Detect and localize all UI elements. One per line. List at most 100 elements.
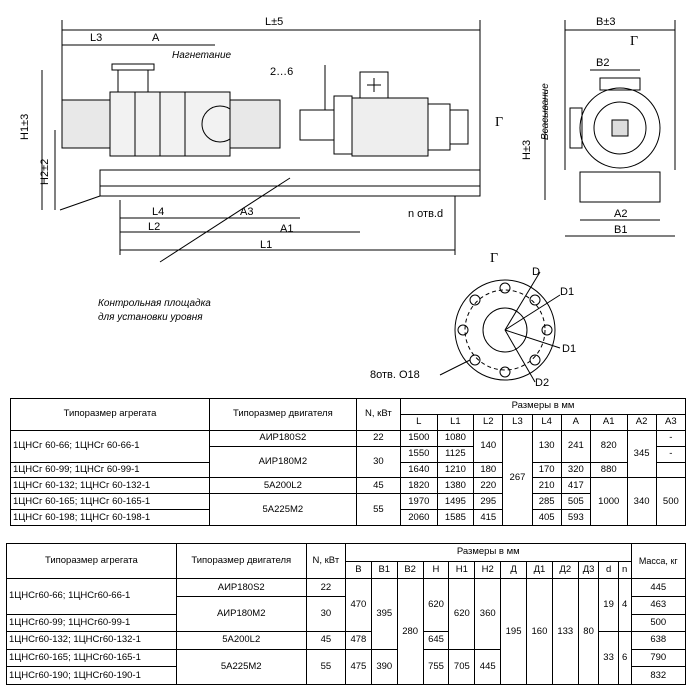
t2-r3-mass: 500: [630, 613, 687, 633]
t1-A2-merged-b: 340: [626, 477, 657, 526]
dim-H1: H1±3: [19, 114, 31, 140]
t1-r1-A3: -: [655, 429, 687, 447]
t1-r4-n: 45: [355, 477, 402, 495]
t2-r4-name: 1ЦНСг60-132; 1ЦНСг60-132-1: [6, 631, 177, 650]
t1-r6-name: 1ЦНСг 60-198; 1ЦНСг 60-198-1: [10, 509, 210, 526]
t1-r3-L4: 170: [531, 461, 562, 479]
t2-head-D2: Д2: [551, 560, 579, 580]
dim-D: D: [532, 266, 540, 278]
dimensions-table-2: Типоразмер агрегата Типоразмер двигателя…: [6, 542, 687, 686]
t1-head-L: L: [400, 413, 438, 431]
t1-head-A3: A3: [655, 413, 687, 431]
t1-A1-merged: 820: [589, 429, 628, 463]
t2-H2-merged-b: 445: [474, 648, 502, 686]
dim-D1-bottom: D1: [562, 343, 576, 355]
t2-d-merged: 19: [598, 578, 619, 633]
t2-r4-n: 45: [305, 631, 346, 650]
t2-head-B2: B2: [396, 560, 424, 580]
t2-B1-merged: 395: [370, 578, 398, 650]
t1-head-power: N, кВт: [355, 398, 402, 431]
t1-r5-n: 55: [355, 493, 402, 526]
t1-head-L1: L1: [436, 413, 475, 431]
t2-r2-n: 30: [305, 595, 346, 633]
t2-r5-motor: 5А225М2: [175, 648, 307, 686]
label-holes-n: n отв.d: [408, 208, 443, 220]
t2-head-d: d: [598, 560, 619, 580]
t1-A1-merged-b: 1000: [589, 477, 628, 526]
t1-r5-A: 505: [560, 493, 591, 511]
t1-head-A: A: [560, 413, 591, 431]
t1-r2-n: 30: [355, 445, 402, 479]
t1-r5-motor: 5А225М2: [209, 493, 357, 526]
t2-head-unit: Типоразмер агрегата: [6, 542, 177, 580]
t2-head-group: Размеры в мм: [344, 543, 632, 562]
t1-r1-motor: АИР180S2: [209, 429, 357, 447]
t2-r2-mass: 463: [630, 595, 687, 615]
t1-L3-merged: 267: [502, 429, 533, 527]
t1-r4-L4: 210: [531, 477, 562, 495]
dim-gap: 2…6: [270, 66, 293, 78]
t1-head-A2: A2: [626, 413, 657, 431]
t1-r3-L2: 180: [473, 461, 504, 479]
view-G-flange: Г: [490, 251, 498, 266]
t1-r2-L1: 1125: [436, 445, 475, 463]
t2-r4-H: 645: [422, 631, 450, 650]
dim-L2: L2: [148, 221, 160, 233]
t1-r1-name: 1ЦНСг 60-66; 1ЦНСг 60-66-1: [10, 429, 210, 463]
t2-r5-n: 55: [305, 648, 346, 686]
t2-r5-mass: 790: [630, 648, 687, 668]
t1-r3-A3: [655, 461, 687, 479]
assembly-drawing: L±5 L3 A Нагнетание 2…6 H1±3 H2±2 L4 L2 …: [19, 16, 676, 389]
t2-r5-name: 1ЦНСг60-165; 1ЦНСг60-165-1: [6, 648, 177, 668]
t2-r6-name: 1ЦНСг60-190; 1ЦНСг60-190-1: [6, 666, 177, 685]
t1-r3-A1: 880: [589, 461, 628, 479]
view-G-top: Г: [630, 34, 638, 49]
t1-r6-A: 593: [560, 509, 591, 526]
t2-H1-merged-b: 705: [448, 648, 476, 686]
t2-head-H2: H2: [474, 560, 502, 580]
view-G-left: Г: [495, 115, 503, 130]
dim-B1: B1: [614, 224, 627, 236]
t1-head-L4: L4: [531, 413, 562, 431]
t1-r6-L1: 1585: [436, 509, 475, 526]
t2-d-merged-b: 33: [598, 631, 619, 685]
label-platform-2: для установки уровня: [98, 312, 203, 323]
t2-r1-n: 22: [305, 578, 346, 597]
t2-r2-motor: АИР180М2: [175, 595, 307, 633]
t2-r1-mass: 445: [630, 578, 687, 597]
t2-r6-mass: 832: [630, 666, 687, 685]
t2-D3-merged: 80: [577, 578, 600, 685]
t1-head-L2: L2: [473, 413, 504, 431]
t1-A2-merged: 345: [626, 429, 657, 479]
t2-head-H: H: [422, 560, 450, 580]
dim-A2: A2: [614, 208, 627, 220]
label-platform-1: Контрольная площадка: [98, 298, 211, 309]
t1-r3-A: 320: [560, 461, 591, 479]
t1-head-A1: A1: [589, 413, 628, 431]
t1-A3-merged-b: 500: [655, 477, 687, 526]
t2-r3-name: 1ЦНСг60-99; 1ЦНСг60-99-1: [6, 613, 177, 633]
t1-r4-L1: 1380: [436, 477, 475, 495]
t2-n-merged: 4: [617, 578, 632, 633]
t1-r1-n: 22: [355, 429, 402, 447]
t2-head-B1: B1: [370, 560, 398, 580]
t1-r2-L: 1550: [400, 445, 438, 463]
t2-D2-merged: 133: [551, 578, 579, 685]
t1-r3-name: 1ЦНСг 60-99; 1ЦНСг 60-99-1: [10, 461, 210, 479]
t2-B-merged-b: 475: [344, 648, 372, 686]
t2-H2-merged: 360: [474, 578, 502, 650]
t2-head-D3: Д3: [577, 560, 600, 580]
t2-head-motor: Типоразмер двигателя: [175, 542, 307, 580]
dimensions-table-1: Типоразмер агрегата Типоразмер двигателя…: [10, 398, 687, 527]
t1-r4-L: 1820: [400, 477, 438, 495]
t2-n-merged-b: 6: [617, 631, 632, 685]
t2-H-merged-b: 755: [422, 648, 450, 686]
t1-A-merged: 241: [560, 429, 591, 463]
t2-head-power: N, кВт: [305, 542, 346, 580]
t1-head-group: Размеры в мм: [400, 398, 686, 415]
dim-A1: A1: [280, 223, 293, 235]
dim-D2: D2: [535, 377, 549, 389]
label-vsasyvanie: Всасывание: [540, 83, 551, 140]
t1-r4-L2: 220: [473, 477, 504, 495]
t1-r4-motor: 5А200L2: [209, 477, 357, 495]
